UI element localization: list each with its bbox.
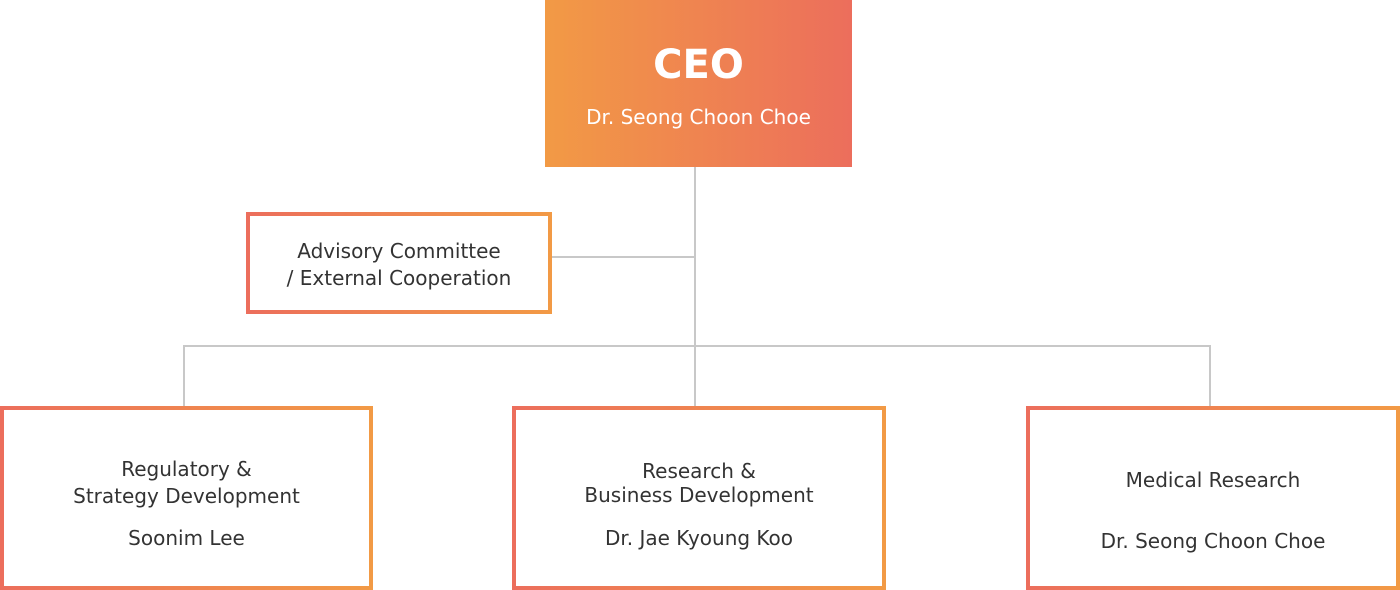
advisory-node: Advisory Committee / External Cooperatio…	[246, 212, 552, 314]
connector-advisory	[552, 256, 695, 258]
connector-ceo-trunk	[694, 167, 696, 406]
department-head: Dr. Seong Choon Choe	[1100, 529, 1326, 553]
department-head: Soonim Lee	[128, 526, 245, 550]
department-node-medical-research: Medical Research Dr. Seong Choon Choe	[1026, 406, 1400, 590]
department-label: Medical Research	[1125, 468, 1301, 492]
department-label: Research & Business Development	[584, 459, 814, 507]
department-label: Regulatory & Strategy Development	[73, 457, 300, 508]
ceo-title: CEO	[653, 42, 744, 88]
connector-dept3	[1209, 345, 1211, 406]
ceo-name: Dr. Seong Choon Choe	[586, 105, 811, 129]
advisory-label: Advisory Committee / External Cooperatio…	[286, 239, 512, 290]
ceo-node: CEO Dr. Seong Choon Choe	[545, 0, 852, 167]
department-head: Dr. Jae Kyoung Koo	[604, 526, 794, 550]
connector-dept1	[183, 345, 185, 406]
department-node-research-business: Research & Business Development Dr. Jae …	[512, 406, 886, 590]
department-node-regulatory: Regulatory & Strategy Development Soonim…	[0, 406, 373, 590]
connector-horizontal-bus	[183, 345, 1211, 347]
